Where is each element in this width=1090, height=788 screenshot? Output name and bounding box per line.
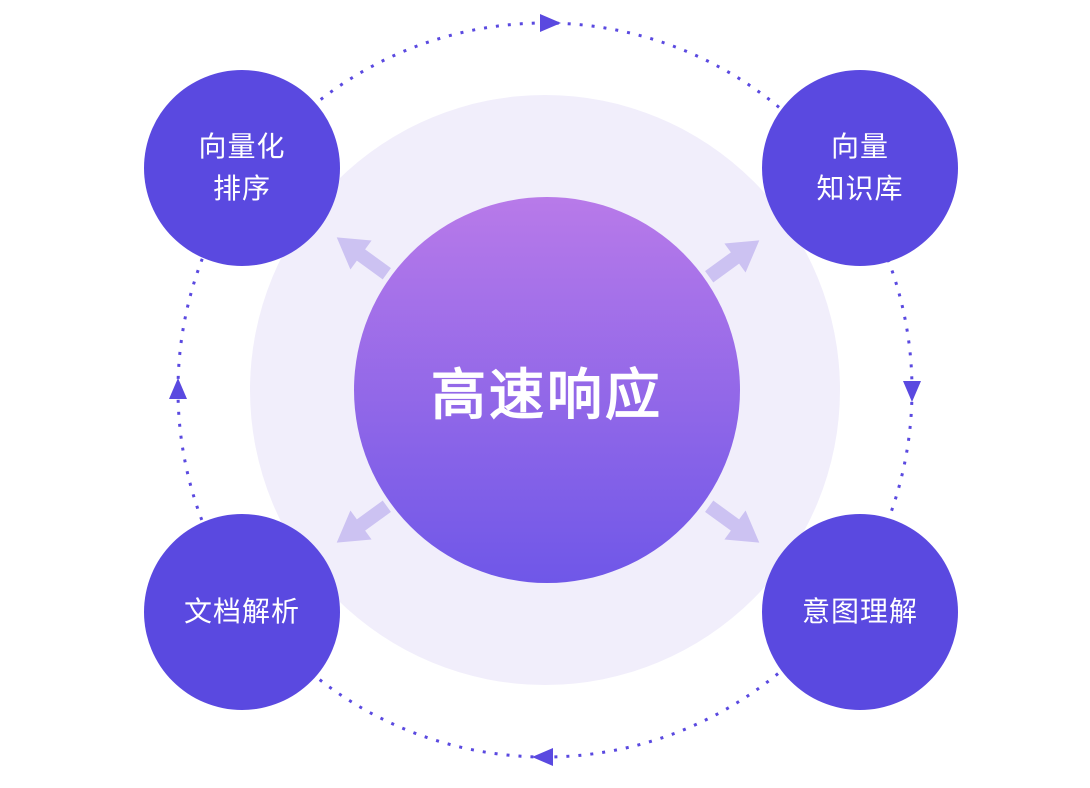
- orbit-arrow-left-icon: [169, 378, 187, 399]
- satellite-label-line: 向量化: [198, 130, 286, 163]
- orbit-arrow-right-icon: [903, 381, 921, 402]
- orbit-arrow-top-icon: [540, 14, 561, 32]
- center-node: 高速响应: [354, 197, 740, 583]
- center-label: 高速响应: [430, 363, 663, 427]
- satellite-vectorization-ranking: 向量化 排序: [144, 70, 340, 266]
- satellite-label-line: 知识库: [816, 172, 904, 205]
- spoke-arrow-bottom-right-icon: [704, 500, 760, 543]
- satellite-label-line: 意图理解: [801, 595, 918, 628]
- satellite-label-line: 文档解析: [183, 595, 300, 628]
- satellite-label-line: 向量: [830, 130, 889, 163]
- spoke-arrow-top-right-icon: [704, 240, 760, 283]
- spoke-arrow-bottom-left-icon: [336, 500, 392, 543]
- satellite-intent-understanding: 意图理解: [762, 514, 958, 710]
- satellite-vector-knowledge-base: 向量 知识库: [762, 70, 958, 266]
- satellite-document-parsing: 文档解析: [144, 514, 340, 710]
- spoke-arrow-top-left-icon: [336, 237, 392, 280]
- satellite-label-line: 排序: [212, 172, 271, 205]
- orbit-arrow-bottom-icon: [532, 748, 553, 766]
